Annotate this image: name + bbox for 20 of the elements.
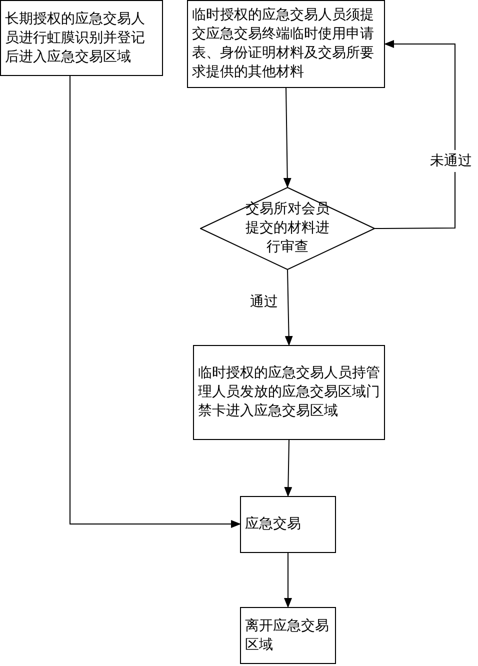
decision-diamond bbox=[200, 187, 375, 270]
arrow bbox=[283, 88, 292, 188]
arrow bbox=[374, 40, 456, 229]
process-box bbox=[240, 607, 336, 664]
node-text: 交易所对会员提交的材料进行审查 bbox=[244, 200, 330, 257]
edge-label: 通过 bbox=[250, 293, 278, 311]
arrow bbox=[70, 76, 241, 528]
arrow bbox=[284, 440, 292, 497]
arrow bbox=[284, 552, 292, 608]
process-box bbox=[187, 0, 385, 88]
arrow bbox=[284, 270, 293, 346]
node-text: 临时授权的应急交易人员须提交应急交易终端临时使用申请表、身份证明材料及交易所要求提供的其他材料 bbox=[192, 6, 375, 82]
node-text: 长期授权的应急交易人员进行虹膜识别并登记后进入应急交易区域 bbox=[5, 10, 146, 66]
process-box bbox=[240, 496, 336, 553]
node-text: 临时授权的应急交易人员持管理人员发放的应急交易区域门禁卡进入应急交易区域 bbox=[198, 364, 380, 421]
process-box bbox=[0, 0, 163, 76]
node-text: 应急交易 bbox=[245, 515, 301, 534]
node-text: 离开应急交易区域 bbox=[245, 616, 330, 654]
process-box bbox=[193, 345, 385, 440]
edge-label: 未通过 bbox=[430, 150, 472, 172]
